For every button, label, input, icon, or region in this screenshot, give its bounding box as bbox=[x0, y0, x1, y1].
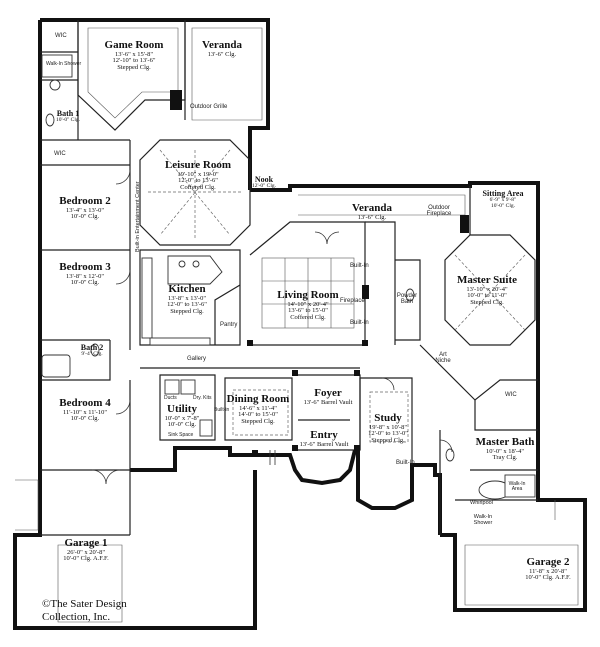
room-label-master-bath: Master Bath 10'-0" x 18'-4" Tray Clg. bbox=[475, 436, 535, 462]
tag-built-in-util: Built-in bbox=[214, 407, 230, 413]
tag-outdoor-grille: Outdoor Grille bbox=[190, 104, 228, 110]
tag-walkin-area: Walk-In Area bbox=[508, 481, 526, 492]
doors bbox=[91, 169, 453, 485]
tag-built-in-1: Built-In bbox=[350, 263, 369, 269]
tag-built-in-center: Built-in Entertainment Center bbox=[135, 181, 141, 252]
room-label-leisure-room: Leisure Room 19'-10" x 19'-0" 12'-0" to … bbox=[164, 159, 232, 192]
tag-wic-top: WIC bbox=[55, 33, 67, 39]
copyright-line-2: Collection, Inc. bbox=[42, 610, 111, 623]
tag-fireplace: Fireplace bbox=[340, 298, 365, 304]
ceiling-details bbox=[57, 27, 579, 623]
room-label-veranda-mid: Veranda 13'-6" Clg. bbox=[352, 202, 392, 221]
room-label-study: Study 19'-8" x 10'-8" 12'-0" to 13'-0" S… bbox=[368, 412, 408, 445]
tag-whirlpool: Whirlpool bbox=[470, 500, 493, 506]
room-label-bath2: Bath 2 9'-4" Clg. bbox=[80, 343, 104, 358]
room-label-bedroom3: Bedroom 3 13'-8" x 12'-0" 10'-0" Clg. bbox=[59, 261, 111, 287]
tag-dry-kits: Dry. Kits bbox=[193, 395, 212, 401]
room-label-foyer: Foyer 13'-6" Barrel Vault bbox=[303, 387, 353, 406]
tag-outdoor-fireplace: Outdoor Fireplace bbox=[426, 205, 452, 217]
room-label-kitchen: Kitchen 13'-8" x 13'-0" 12'-0" to 13'-6"… bbox=[167, 283, 207, 316]
tag-art-niche: Art Niche bbox=[435, 352, 451, 364]
room-label-entry: Entry 13'-6" Barrel Vault bbox=[299, 429, 349, 448]
room-label-game-room: Game Room 13'-6" x 15'-8" 12'-10" to 13'… bbox=[104, 39, 164, 72]
garage-doors bbox=[15, 479, 556, 531]
tag-walkin-shower-master: Walk-In Shower bbox=[473, 514, 493, 526]
tag-wic-bed2: WIC bbox=[54, 151, 66, 157]
room-label-dining-room: Dining Room 14'-6" x 11'-4" 14'-0" to 15… bbox=[226, 393, 290, 426]
interior-walls bbox=[40, 20, 538, 536]
room-label-garage1: Garage 1 26'-0" x 20'-8" 10'-0" Clg. A.F… bbox=[63, 537, 109, 563]
tag-powder-bath: Powder Bath bbox=[396, 293, 418, 305]
tag-ducts: Ducts bbox=[164, 395, 177, 401]
room-label-bath1: Bath 1 10'-0" Clg. bbox=[55, 109, 81, 124]
tag-sink-space: Sink Space bbox=[168, 432, 194, 438]
tag-wic-master: WIC bbox=[505, 392, 517, 398]
tag-walkin-shower: Walk-In Shower bbox=[46, 61, 82, 67]
room-label-garage2: Garage 2 11'-8" x 20'-8" 10'-0" Clg. A.F… bbox=[525, 556, 571, 582]
room-label-living-room: Living Room 14'-10" x 20'-4" 13'-6" to 1… bbox=[277, 289, 339, 322]
room-label-bedroom4: Bedroom 4 11'-10" x 11'-10" 10'-0" Clg. bbox=[59, 397, 111, 423]
copyright: ©The Sater Design Collection, Inc. bbox=[42, 598, 127, 623]
room-label-utility: Utility 10'-0" x 7'-8" 10'-0" Clg. bbox=[164, 403, 200, 429]
room-label-master-suite: Master Suite 13'-10" x 20'-4" 10'-0" to … bbox=[457, 274, 517, 307]
room-label-veranda-top: Veranda 13'-6" Clg. bbox=[202, 39, 242, 58]
tag-gallery: Gallery bbox=[187, 356, 207, 362]
tag-pantry: Pantry bbox=[220, 322, 238, 328]
tag-built-in-2: Built-In bbox=[350, 320, 369, 326]
tag-built-in-study: Built-In bbox=[396, 460, 415, 466]
room-label-nook: Nook 12'-0" Clg. bbox=[251, 175, 277, 190]
room-label-bedroom2: Bedroom 2 13'-4" x 13'-0" 10'-0" Clg. bbox=[59, 195, 111, 221]
copyright-line-1: ©The Sater Design bbox=[42, 598, 127, 610]
fixtures bbox=[41, 54, 536, 500]
room-label-sitting-area: Sitting Area 6'-9" x 9'-8" 10'-0" Clg. bbox=[482, 189, 524, 210]
